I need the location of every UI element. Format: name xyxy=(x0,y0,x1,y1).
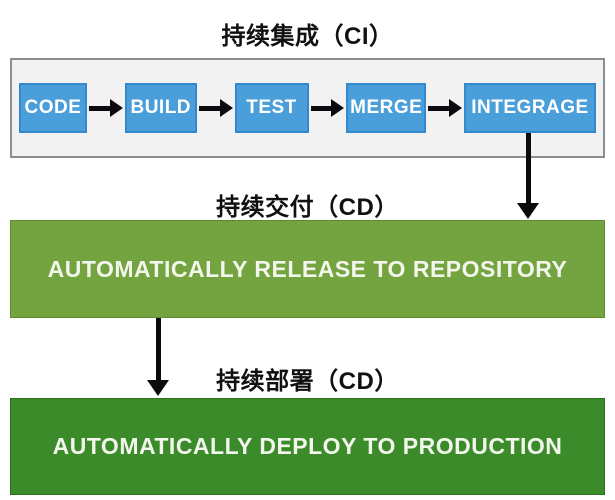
arrow-shaft xyxy=(198,105,222,111)
arrow-head xyxy=(109,99,123,117)
deployment-section-title: 持续部署（CD） xyxy=(216,368,399,395)
ci-pipeline-panel: CODE BUILD TEST MERGE INTEGRAGE xyxy=(10,58,605,158)
release-to-repository-bar: AUTOMATICALLY RELEASE TO REPOSITORY xyxy=(10,220,605,318)
arrow-shaft xyxy=(428,105,451,111)
stage-box-merge: MERGE xyxy=(346,83,427,133)
stage-box-test: TEST xyxy=(234,83,309,133)
stage-box-code: CODE xyxy=(19,83,87,133)
arrow-shaft xyxy=(155,318,161,380)
stage-box-integrage: INTEGRAGE xyxy=(464,83,596,133)
ci-section-title: 持续集成（CI） xyxy=(221,23,394,50)
arrow-shaft xyxy=(89,105,112,111)
deploy-to-production-bar: AUTOMATICALLY DEPLOY TO PRODUCTION xyxy=(10,398,605,495)
arrow-head xyxy=(449,99,462,117)
delivery-section-title: 持续交付（CD） xyxy=(216,194,399,221)
arrow-head xyxy=(219,99,233,117)
arrow-head xyxy=(331,99,345,117)
arrow-head xyxy=(517,203,539,219)
arrow-shaft xyxy=(310,105,334,111)
arrow-right-icon xyxy=(89,99,123,117)
arrow-head xyxy=(147,380,169,396)
arrow-shaft xyxy=(525,133,531,203)
arrow-right-icon xyxy=(198,99,233,117)
arrow-down-icon xyxy=(146,318,170,396)
arrow-right-icon xyxy=(428,99,462,117)
stage-box-build: BUILD xyxy=(124,83,197,133)
arrow-down-icon xyxy=(516,133,540,219)
arrow-right-icon xyxy=(310,99,345,117)
